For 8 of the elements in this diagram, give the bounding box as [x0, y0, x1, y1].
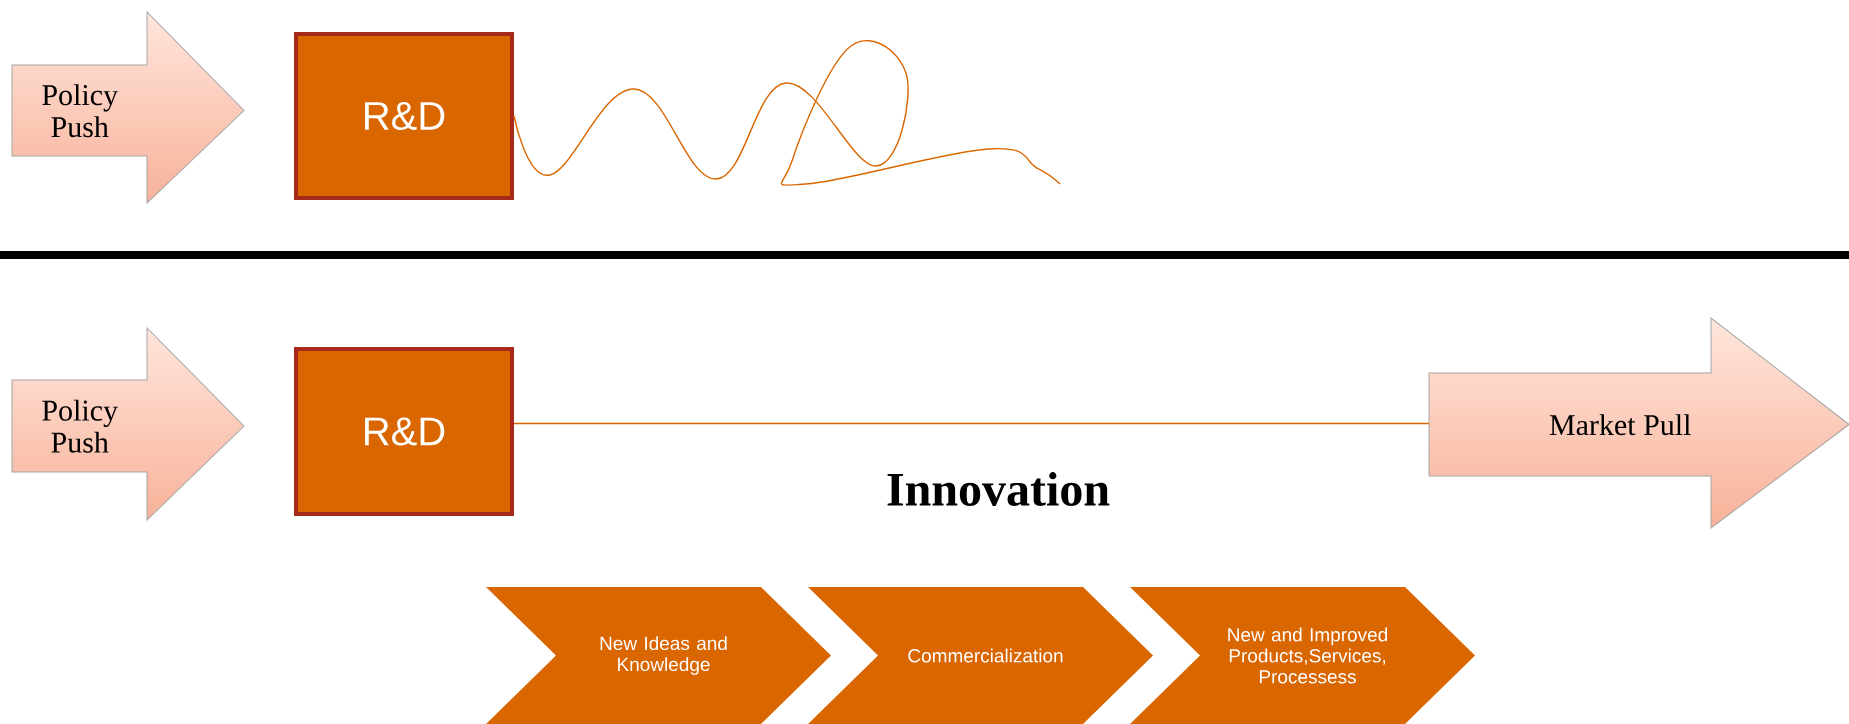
process-step: Commercialization [808, 587, 1153, 724]
process-step: New Ideas and Knowledge [486, 587, 831, 724]
process-step: New and Improved Products,Services, Processess [1130, 587, 1475, 724]
connector-line [513, 422, 1430, 425]
process-box: R&D [294, 347, 514, 516]
wavy-line [513, 40, 1061, 186]
heading: Innovation [887, 472, 1110, 506]
process-box: R&D [294, 32, 514, 200]
